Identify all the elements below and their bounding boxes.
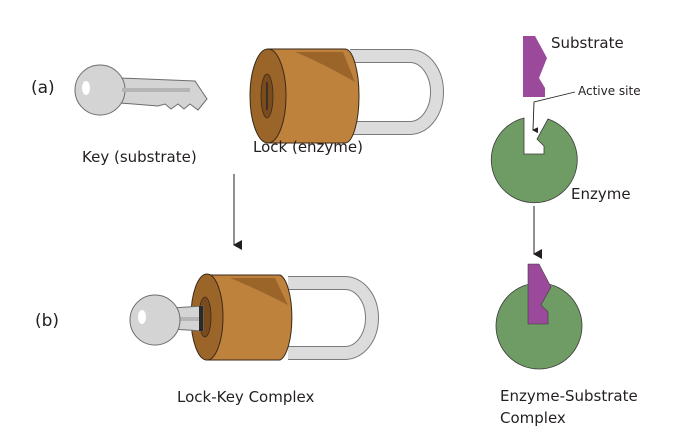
lock-key-complex-label: Lock-Key Complex bbox=[177, 388, 315, 406]
panel-label-b: (b) bbox=[35, 311, 60, 331]
key-label: Key (substrate) bbox=[82, 148, 197, 166]
key-icon bbox=[74, 64, 208, 116]
lock-icon bbox=[249, 48, 444, 144]
substrate-label: Substrate bbox=[551, 34, 624, 52]
enzyme-label: Enzyme bbox=[571, 185, 631, 203]
lock-key-complex-icon bbox=[129, 273, 379, 361]
active-site-label: Active site bbox=[578, 84, 641, 98]
enzyme-substrate-complex-label-line2: Complex bbox=[500, 409, 566, 427]
lock-label: Lock (enzyme) bbox=[253, 138, 364, 156]
panel-label-a: (a) bbox=[31, 78, 55, 98]
enzyme-substrate-complex-shape bbox=[495, 263, 583, 370]
active-site-pointer bbox=[532, 91, 576, 134]
enzyme-shape bbox=[490, 117, 578, 204]
enzyme-substrate-complex-label-line1: Enzyme-Substrate bbox=[500, 387, 638, 405]
substrate-shape bbox=[523, 36, 547, 97]
